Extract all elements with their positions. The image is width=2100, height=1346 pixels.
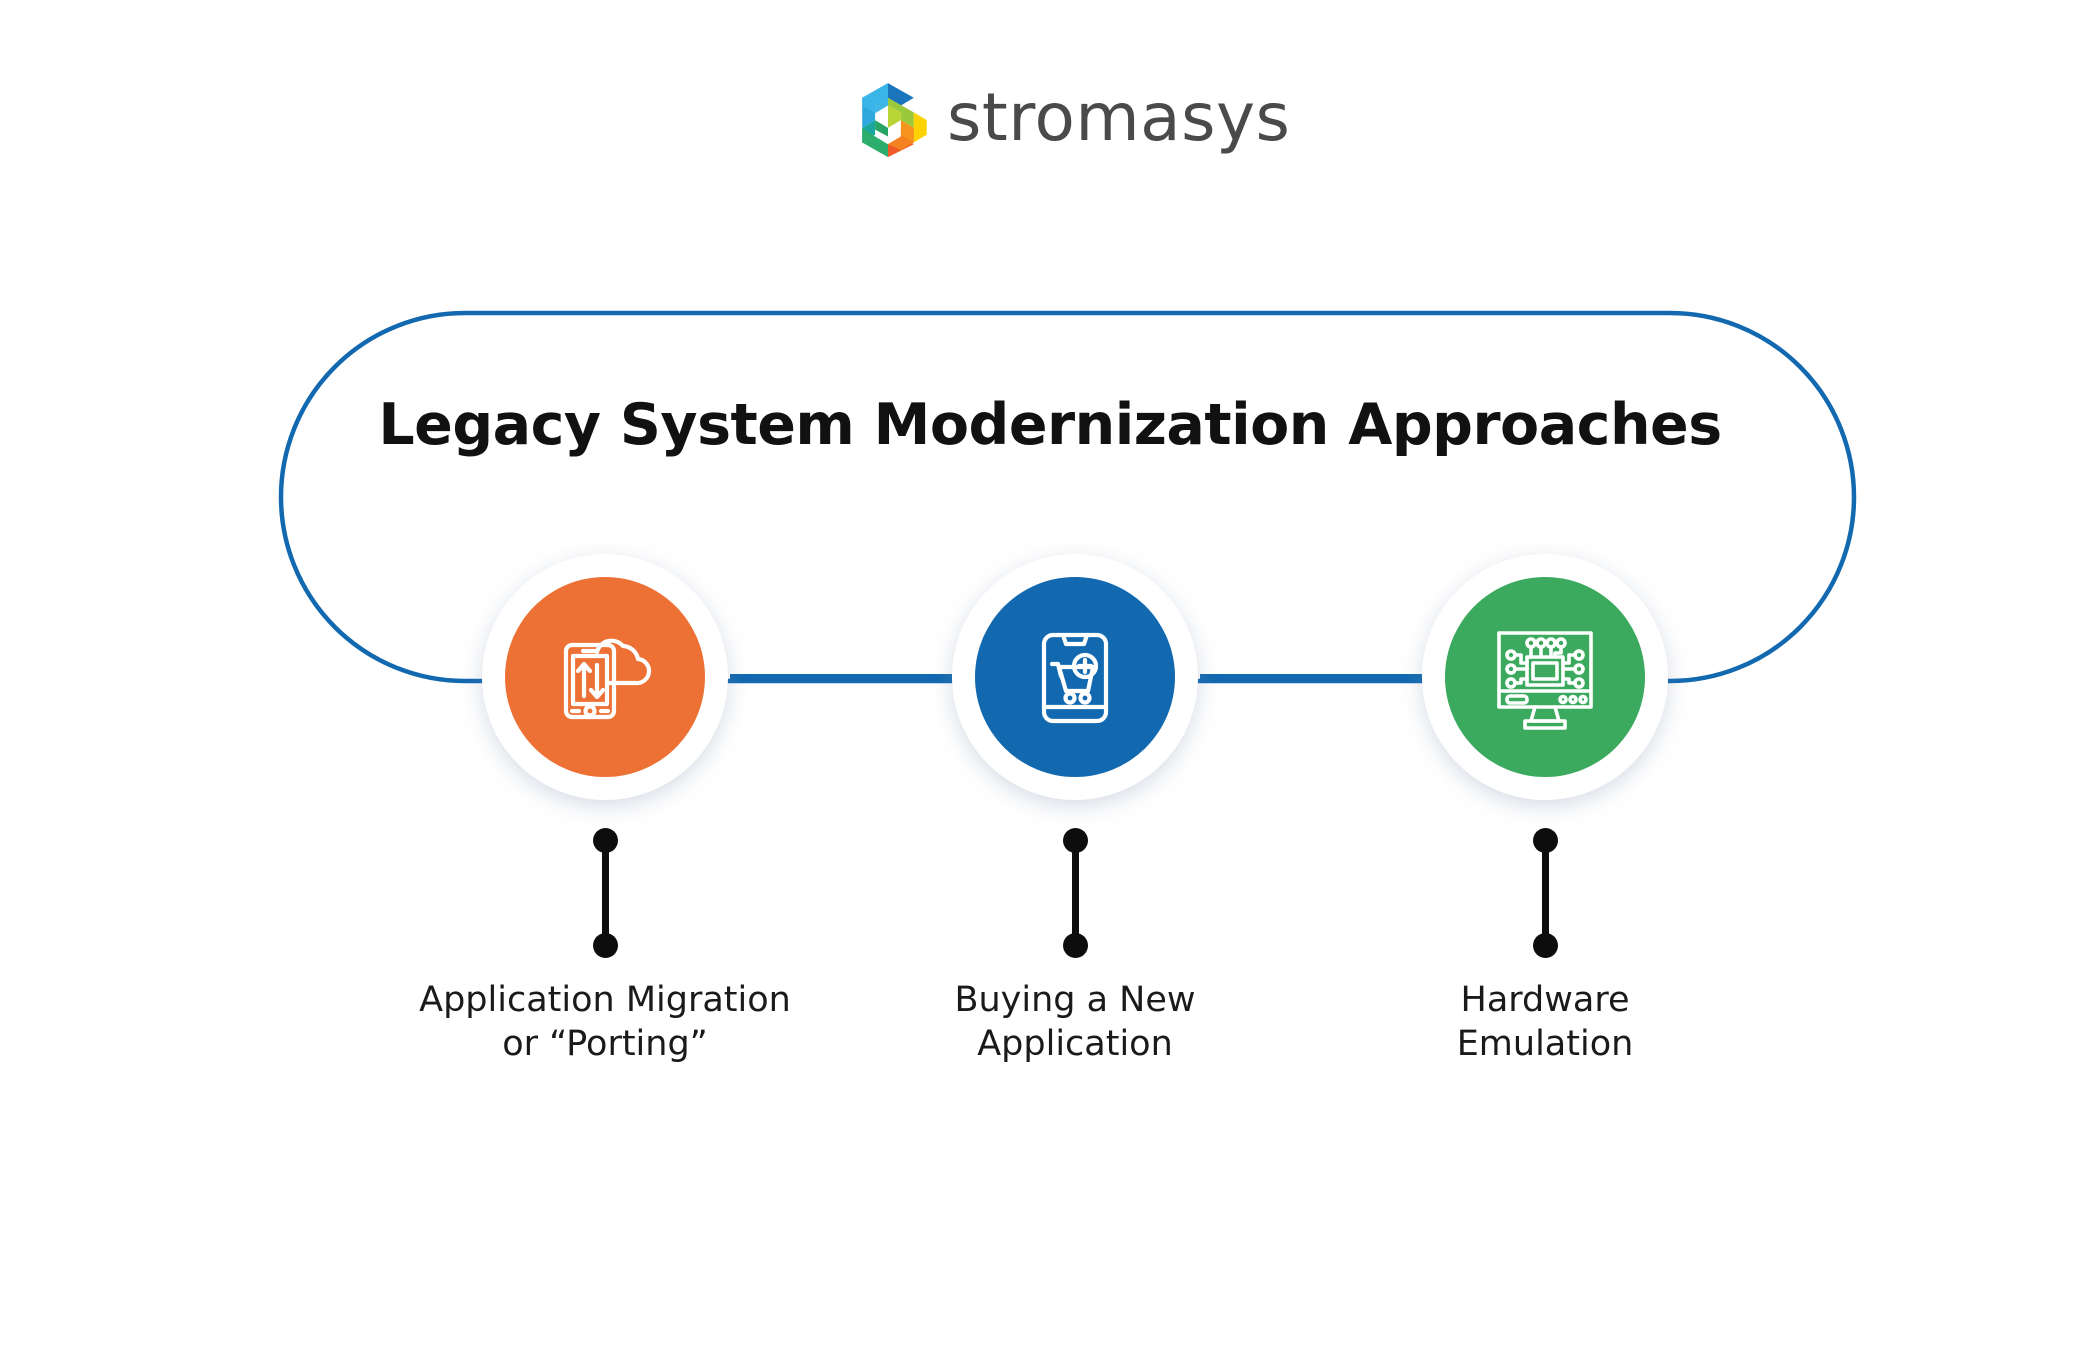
node-disc [1445, 577, 1645, 777]
node-disc [505, 577, 705, 777]
label-line-2: Application [977, 1024, 1173, 1065]
label-line-2: or “Porting” [502, 1024, 708, 1065]
stem-dot-bottom [1533, 933, 1558, 958]
label-hardware-emulation: Hardware Emulation [1285, 978, 1805, 1066]
stem-bar [602, 840, 609, 944]
diagram-title: Legacy System Modernization Approaches [378, 392, 1722, 458]
brand-wordmark: stromasys [947, 79, 1291, 156]
mobile-cloud-sync-icon [563, 638, 652, 720]
stem-bar [1072, 840, 1079, 944]
label-line-1: Hardware [1460, 980, 1630, 1020]
stem-hardware-emulation [1525, 828, 1565, 958]
node-buying-new-application[interactable] [952, 554, 1198, 800]
label-application-migration: Application Migration or “Porting” [345, 978, 865, 1066]
stromasys-hexagon-logo-icon [862, 83, 927, 158]
brand-logo: stromasys [845, 78, 1290, 164]
label-line-2: Emulation [1456, 1024, 1634, 1065]
label-line-1: Buying a New [954, 980, 1196, 1020]
stem-buying-new-application [1055, 828, 1095, 958]
node-disc [975, 577, 1175, 777]
stem-dot-bottom [1063, 933, 1088, 958]
mobile-shopping-cart-add-icon [1041, 632, 1109, 724]
monitor-circuit-chip-icon [1497, 631, 1593, 730]
label-line-1: Application Migration [419, 980, 791, 1020]
stem-dot-bottom [593, 933, 618, 958]
stem-application-migration [585, 828, 625, 958]
stem-bar [1542, 840, 1549, 944]
node-hardware-emulation[interactable] [1422, 554, 1668, 800]
label-buying-new-application: Buying a New Application [815, 978, 1335, 1066]
node-application-migration[interactable] [482, 554, 728, 800]
